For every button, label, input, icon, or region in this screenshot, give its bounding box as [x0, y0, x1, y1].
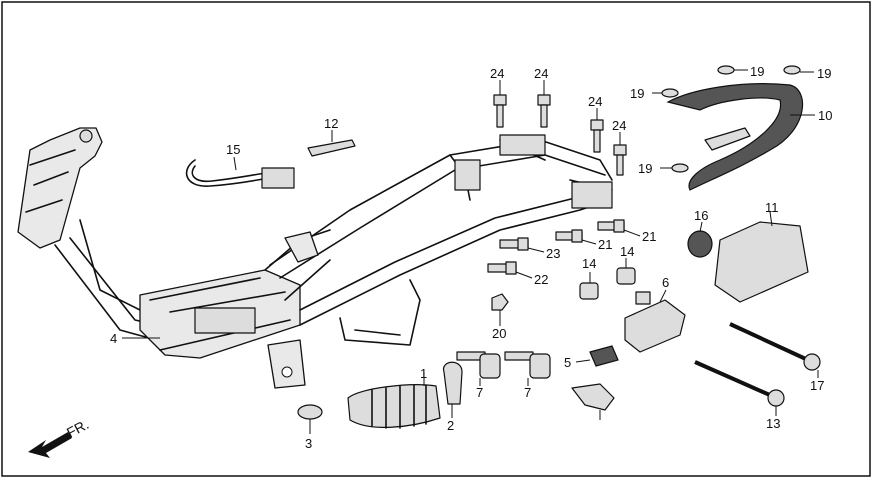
callout-7-b: 7 [524, 385, 531, 400]
callout-24-a: 24 [490, 66, 504, 81]
cover-part-11 [714, 221, 809, 303]
nut-part-20 [491, 293, 509, 311]
callout-19-c: 19 [630, 86, 644, 101]
callout-19-b: 19 [817, 66, 831, 81]
cable-part-15 [185, 159, 295, 189]
part-7-b [504, 351, 551, 379]
bolt-24-d [613, 144, 627, 176]
grommet-part-16 [687, 230, 713, 258]
callout-4: 4 [110, 331, 117, 346]
callout-5: 5 [564, 355, 571, 370]
callout-13: 13 [766, 416, 780, 431]
bolt-24-a [493, 94, 507, 128]
callout-24-b: 24 [534, 66, 548, 81]
clamp-part-2 [443, 361, 463, 405]
callout-16: 16 [694, 208, 708, 223]
bolt-21-a [597, 219, 625, 233]
callout-3: 3 [305, 436, 312, 451]
bolt-23 [499, 237, 529, 251]
leader-lines [122, 69, 819, 434]
grab-rail-part-10 [666, 83, 804, 191]
callout-11: 11 [765, 200, 779, 215]
long-bolt-part-13 [694, 360, 785, 407]
front-arrow-icon [28, 432, 72, 458]
callout-21-a: 21 [642, 229, 656, 244]
part-5 [589, 345, 619, 367]
part-7-a [456, 351, 501, 379]
callout-20: 20 [492, 326, 506, 341]
collar-14-a [579, 282, 599, 300]
callout-17: 17 [810, 378, 824, 393]
washer-19-c [661, 88, 679, 98]
callout-10: 10 [818, 108, 832, 123]
bolt-22 [487, 261, 517, 275]
callout-2: 2 [447, 418, 454, 433]
callout-12: 12 [324, 116, 338, 131]
callout-1: 1 [420, 366, 427, 381]
bolt-24-c [590, 119, 604, 153]
callout-23: 23 [546, 246, 560, 261]
callout-7-a: 7 [476, 385, 483, 400]
callout-21-b: 21 [598, 237, 612, 252]
callout-14-a: 14 [582, 256, 596, 271]
washer-19-d [671, 163, 689, 173]
callout-numbers: 1 2 3 4 5 6 7 7 10 11 12 13 14 14 15 16 … [110, 64, 832, 451]
bolt-24-b [537, 94, 551, 128]
callout-15: 15 [226, 142, 240, 157]
callout-19-d: 19 [638, 161, 652, 176]
callout-22: 22 [534, 272, 548, 287]
callout-19-a: 19 [750, 64, 764, 79]
washer-19-b [783, 65, 801, 75]
callout-14-b: 14 [620, 244, 634, 259]
part-9 [571, 383, 615, 411]
clip-part-3 [297, 404, 323, 420]
diagram-border [1, 1, 871, 477]
plate-part-12 [307, 139, 356, 157]
collar-14-b [616, 267, 636, 285]
bracket-part-6 [624, 299, 686, 353]
front-direction-indicator: FR. [28, 416, 91, 458]
bolt-21-b [555, 229, 583, 243]
long-bolt-part-17 [729, 322, 821, 371]
main-frame [17, 127, 613, 389]
washer-19-a [717, 65, 735, 75]
callout-24-c: 24 [588, 94, 602, 109]
callout-6: 6 [662, 275, 669, 290]
boot-part-1 [347, 384, 441, 428]
callout-24-d: 24 [612, 118, 626, 133]
